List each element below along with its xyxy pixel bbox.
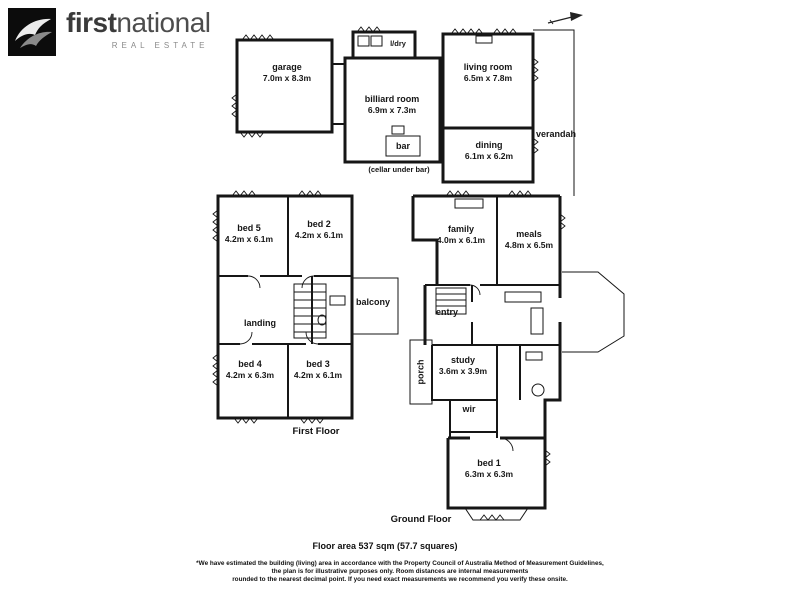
- room-name: billiard room: [364, 94, 420, 104]
- room-name: porch: [415, 359, 426, 385]
- room-label-garage: garage 7.0m x 8.3m: [263, 62, 311, 83]
- room-dims: 6.9m x 7.3m: [367, 105, 417, 115]
- room-dims: 3.6m x 3.9m: [438, 366, 488, 376]
- brand-name-first: first: [66, 7, 117, 38]
- room-name: study: [450, 355, 476, 365]
- room-label-entry: entry: [436, 307, 458, 318]
- room-dims: 6.1m x 6.2m: [464, 151, 514, 161]
- room-dims: 4.2m x 6.1m: [293, 370, 343, 380]
- room-name: living room: [463, 62, 513, 72]
- room-dims: 6.5m x 7.8m: [463, 73, 513, 83]
- room-name: bed 4: [238, 359, 262, 369]
- brand-name: firstnational: [66, 8, 211, 38]
- room-name: landing: [244, 318, 276, 328]
- disclaimer-line-2: the plan is for illustrative purposes on…: [271, 567, 529, 575]
- room-dims: 4.0m x 6.1m: [436, 235, 486, 245]
- room-name: meals: [516, 229, 542, 239]
- first-floor-label: First Floor: [292, 426, 340, 437]
- room-name: family: [447, 224, 475, 234]
- disclaimer-line-3: rounded to the nearest decimal point. If…: [232, 575, 568, 583]
- room-label-study: study 3.6m x 3.9m: [439, 355, 487, 376]
- room-name: wir: [462, 404, 476, 414]
- room-name: bed 3: [306, 359, 330, 369]
- room-name: (cellar under bar): [368, 165, 430, 174]
- room-name: entry: [435, 307, 459, 317]
- brand-text: firstnational REAL ESTATE: [66, 8, 211, 51]
- fixtures: [293, 35, 545, 397]
- brand-tagline: REAL ESTATE: [111, 41, 209, 50]
- room-label-verandah: verandah: [536, 129, 576, 140]
- floor-area-text: Floor area 537 sqm (57.7 squares): [312, 541, 458, 551]
- room-dims: 4.2m x 6.3m: [225, 370, 275, 380]
- walls: [216, 30, 562, 510]
- room-label-balcony: balcony: [356, 297, 390, 308]
- room-label-bed-1: bed 1 6.3m x 6.3m: [465, 458, 513, 479]
- room-label-billiard-room: billiard room 6.9m x 7.3m: [365, 94, 420, 115]
- north-arrow-icon: [545, 8, 585, 28]
- brand-header: firstnational REAL ESTATE: [8, 8, 211, 56]
- room-dims: 7.0m x 8.3m: [262, 73, 312, 83]
- windows: [212, 26, 566, 521]
- room-name: dining: [475, 140, 503, 150]
- room-label-meals: meals 4.8m x 6.5m: [505, 229, 553, 250]
- room-dims: 4.2m x 6.1m: [224, 234, 274, 244]
- doors: [239, 275, 514, 452]
- room-label-living-room: living room 6.5m x 7.8m: [464, 62, 513, 83]
- room-label-family: family 4.0m x 6.1m: [437, 224, 485, 245]
- room-name: l/dry: [390, 39, 406, 48]
- room-label-bar: bar: [396, 141, 410, 152]
- room-label-porch: porch: [416, 359, 427, 384]
- room-label-laundry: l/dry: [390, 39, 406, 48]
- room-label-cellar-note: (cellar under bar): [368, 165, 429, 174]
- room-label-landing: landing: [244, 318, 276, 329]
- room-dims: 6.3m x 6.3m: [464, 469, 514, 479]
- room-dims: 4.8m x 6.5m: [504, 240, 554, 250]
- room-label-wir: wir: [462, 404, 475, 415]
- ground-floor-label: Ground Floor: [390, 514, 452, 525]
- room-label-bed-4: bed 4 4.2m x 6.3m: [226, 359, 274, 380]
- room-name: bed 1: [477, 458, 501, 468]
- room-name: bar: [395, 141, 411, 151]
- brand-name-national: national: [116, 7, 211, 38]
- disclaimer-line-1: *We have estimated the building (living)…: [196, 560, 604, 567]
- room-label-dining: dining 6.1m x 6.2m: [465, 140, 513, 161]
- room-dims: 4.2m x 6.1m: [294, 230, 344, 240]
- room-label-bed-5: bed 5 4.2m x 6.1m: [225, 223, 273, 244]
- room-label-bed-2: bed 2 4.2m x 6.1m: [295, 219, 343, 240]
- room-label-bed-3: bed 3 4.2m x 6.1m: [294, 359, 342, 380]
- room-name: bed 5: [237, 223, 261, 233]
- room-name: balcony: [355, 297, 391, 307]
- disclaimer: *We have estimated the building (living)…: [0, 560, 800, 583]
- room-name: garage: [272, 62, 302, 72]
- room-name: bed 2: [307, 219, 331, 229]
- first-national-logo-icon: [8, 8, 56, 56]
- room-name: verandah: [535, 129, 577, 139]
